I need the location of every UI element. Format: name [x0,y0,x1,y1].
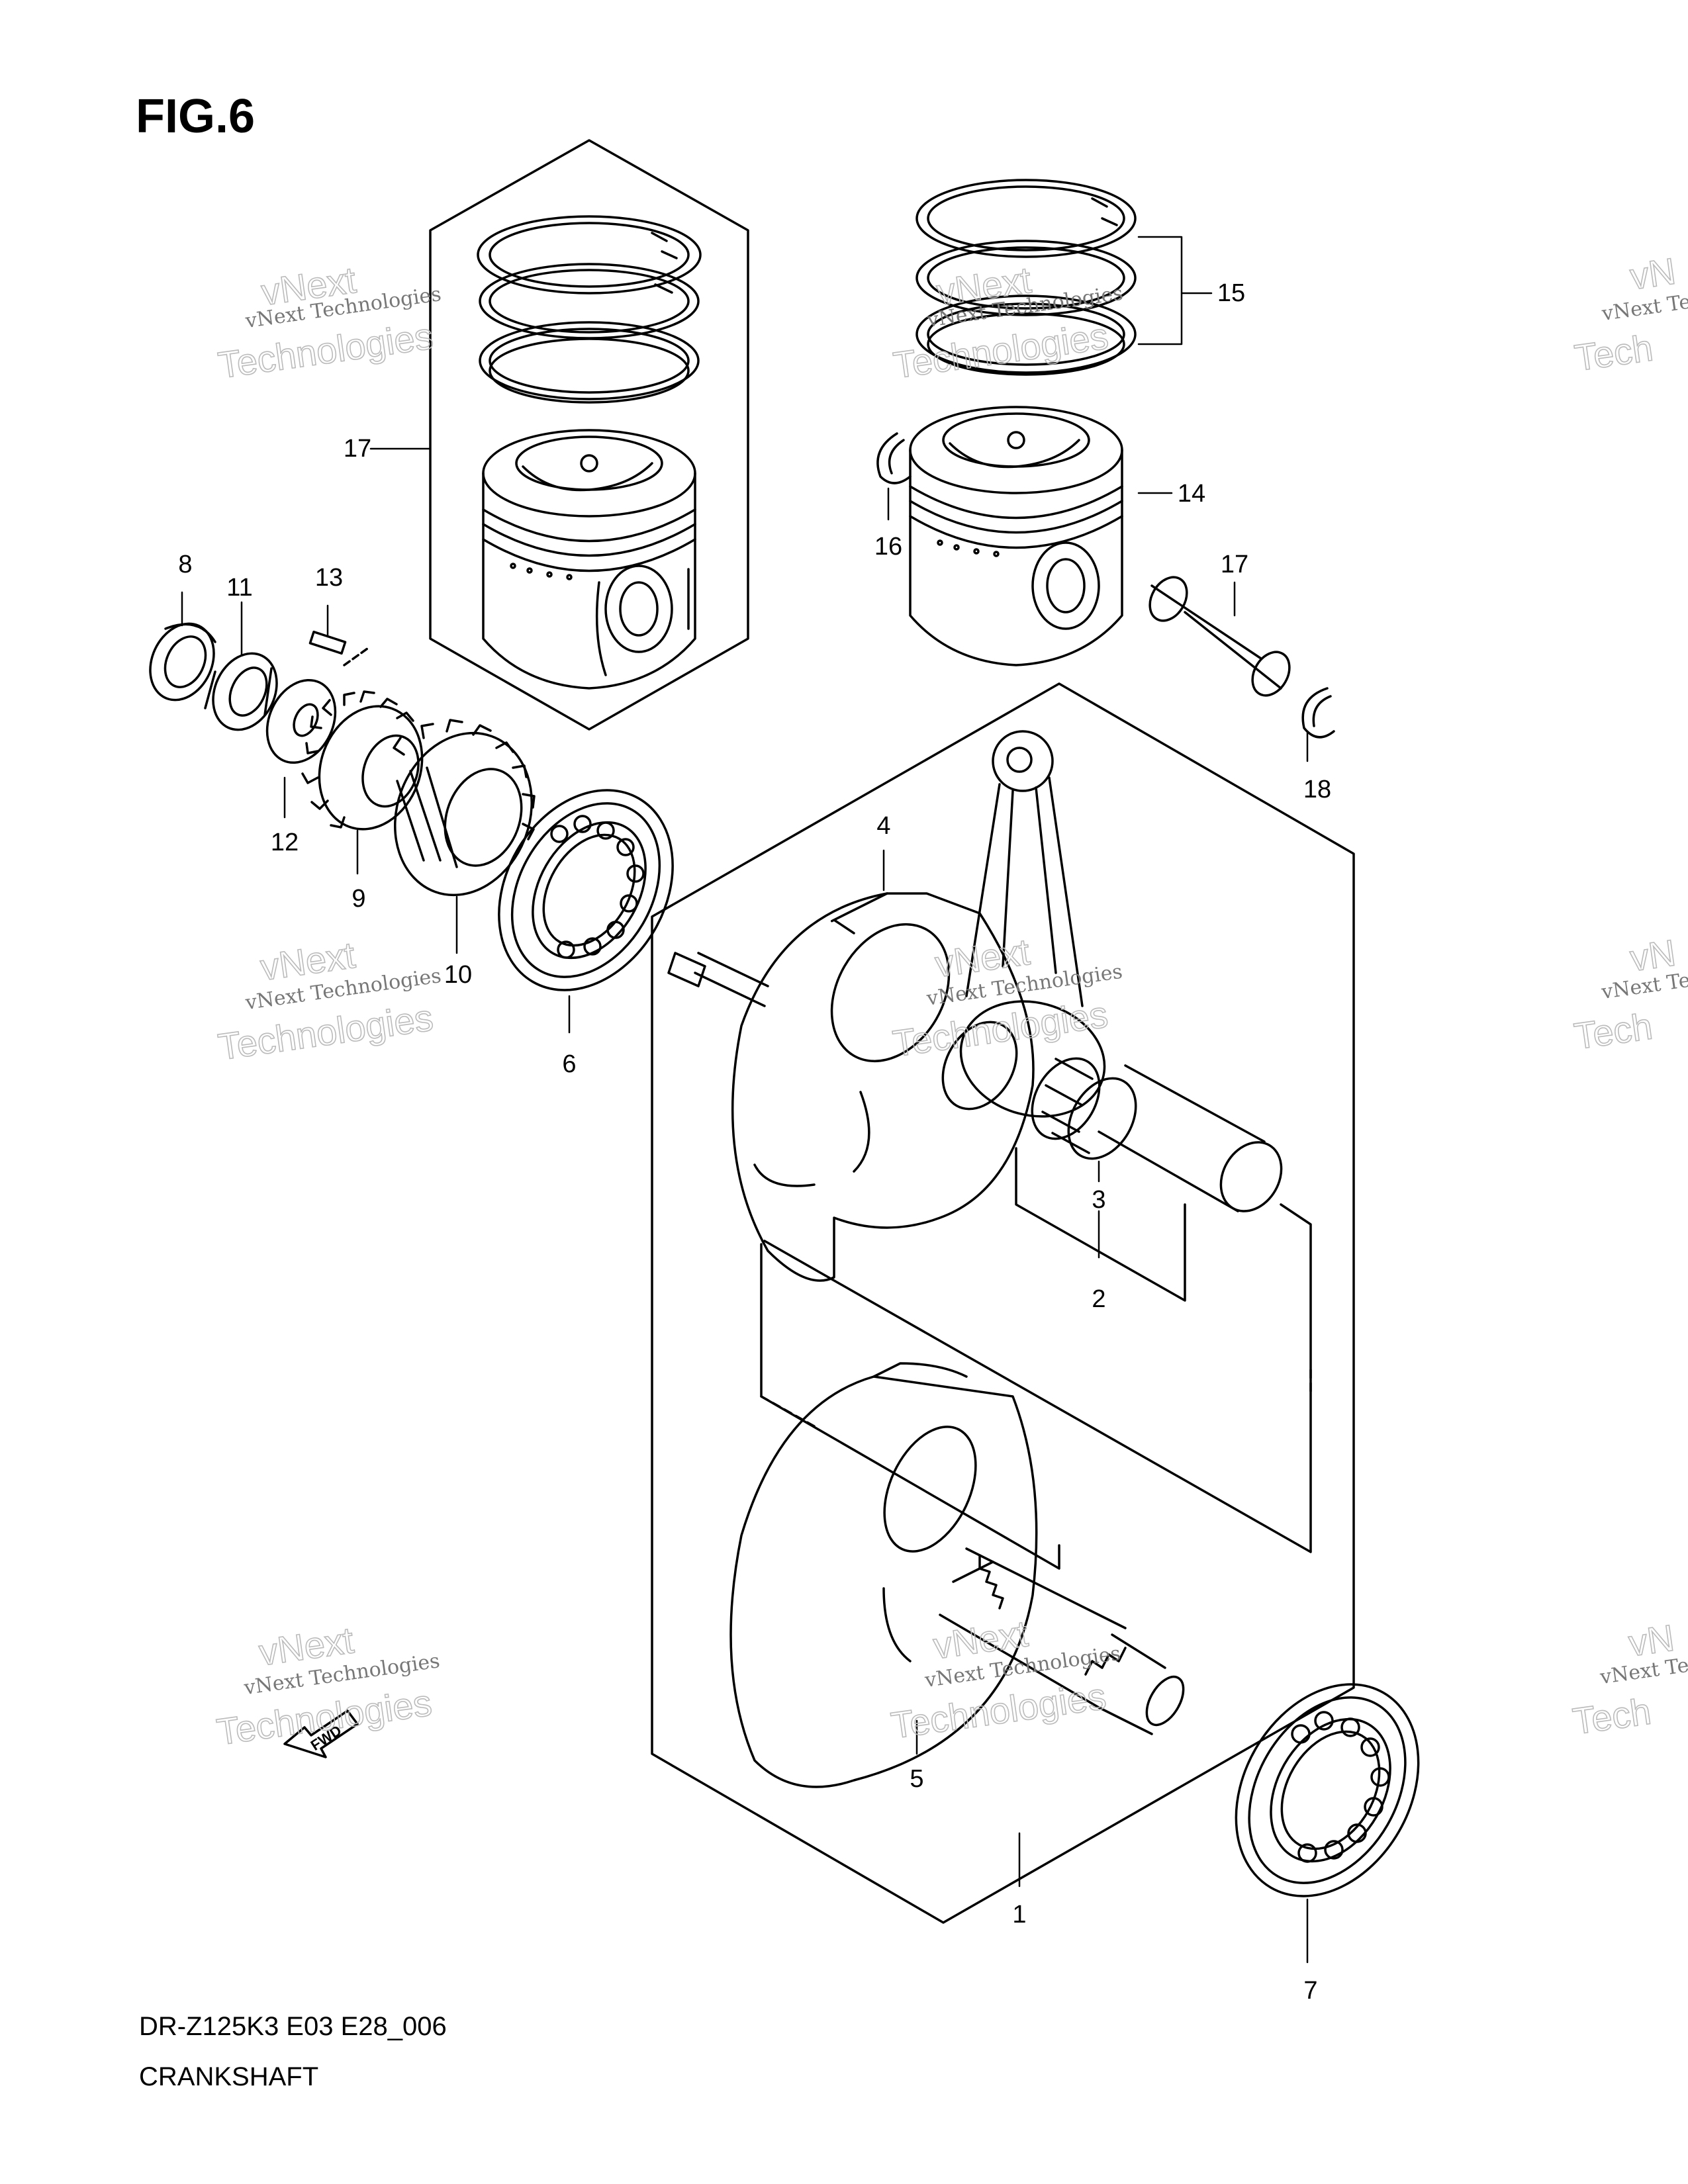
oil-seal [138,614,226,711]
watermark-corner: vN [1628,931,1679,979]
alignment-guide [761,1205,1311,1569]
circlip-upper [878,433,910,483]
piston-rings-left [478,216,700,402]
washer [254,669,348,774]
callout-6: 6 [562,1050,576,1078]
leader-lines [182,237,1307,1962]
watermark-corner: Tech [1570,1690,1654,1743]
callout-14: 14 [1178,480,1205,508]
model-code: DR-Z125K3 E03 E28_006 [139,2012,447,2041]
callout-18: 17 [344,435,371,463]
piston-right [910,407,1122,665]
callout-9: 9 [352,885,365,913]
watermark-corner: vN [1628,250,1679,297]
crank-pin-bracket [1016,1148,1185,1300]
ball-bearing-right [1199,1651,1456,1929]
callout-17-lower: 18 [1303,776,1331,803]
watermark-corner: Tech [1572,326,1656,379]
fwd-arrow-icon [285,1711,357,1757]
watermark-corner: Tech [1571,1005,1655,1057]
callout-17-upper: 16 [874,533,902,561]
key [310,632,367,665]
callout-15: 15 [1217,279,1245,307]
balancer-drive-gear [373,713,553,914]
piston-pin [1143,570,1297,702]
spacer [201,643,289,741]
callout-10: 10 [444,961,472,989]
crankshaft-assembly-frame [652,684,1354,1923]
needle-bearing [1019,1046,1150,1171]
callout-16: 17 [1221,551,1248,578]
ball-bearing-left [464,758,708,1021]
callout-11: 11 [226,574,252,602]
watermarks: vNext vNext Technologies Technologies vN… [214,250,1688,1754]
piston-left [483,430,695,688]
callout-13: 13 [315,564,343,592]
connecting-rod [948,731,1118,1132]
primary-drive-gear [303,692,439,844]
circlip-lower [1303,688,1334,737]
callout-8: 8 [178,551,192,578]
crankshaft-lower-half [731,1363,1191,1787]
callout-12: 12 [271,829,299,856]
watermark-text: Technologies [891,314,1111,386]
crankshaft-upper-half [669,893,1293,1281]
callout-3: 3 [1092,1186,1105,1214]
watermark-corner: vN [1626,1617,1677,1664]
callout-4: 4 [876,812,890,840]
callout-7: 7 [1303,1977,1317,2005]
piston-assembly-frame [430,140,748,729]
callout-1: 1 [1012,1901,1026,1929]
callout-2: 2 [1092,1285,1105,1313]
callout-5: 5 [910,1765,923,1793]
section-name: CRANKSHAFT [139,2062,319,2091]
figure-title: FIG.6 [136,90,256,143]
piston-rings-right [917,180,1135,375]
